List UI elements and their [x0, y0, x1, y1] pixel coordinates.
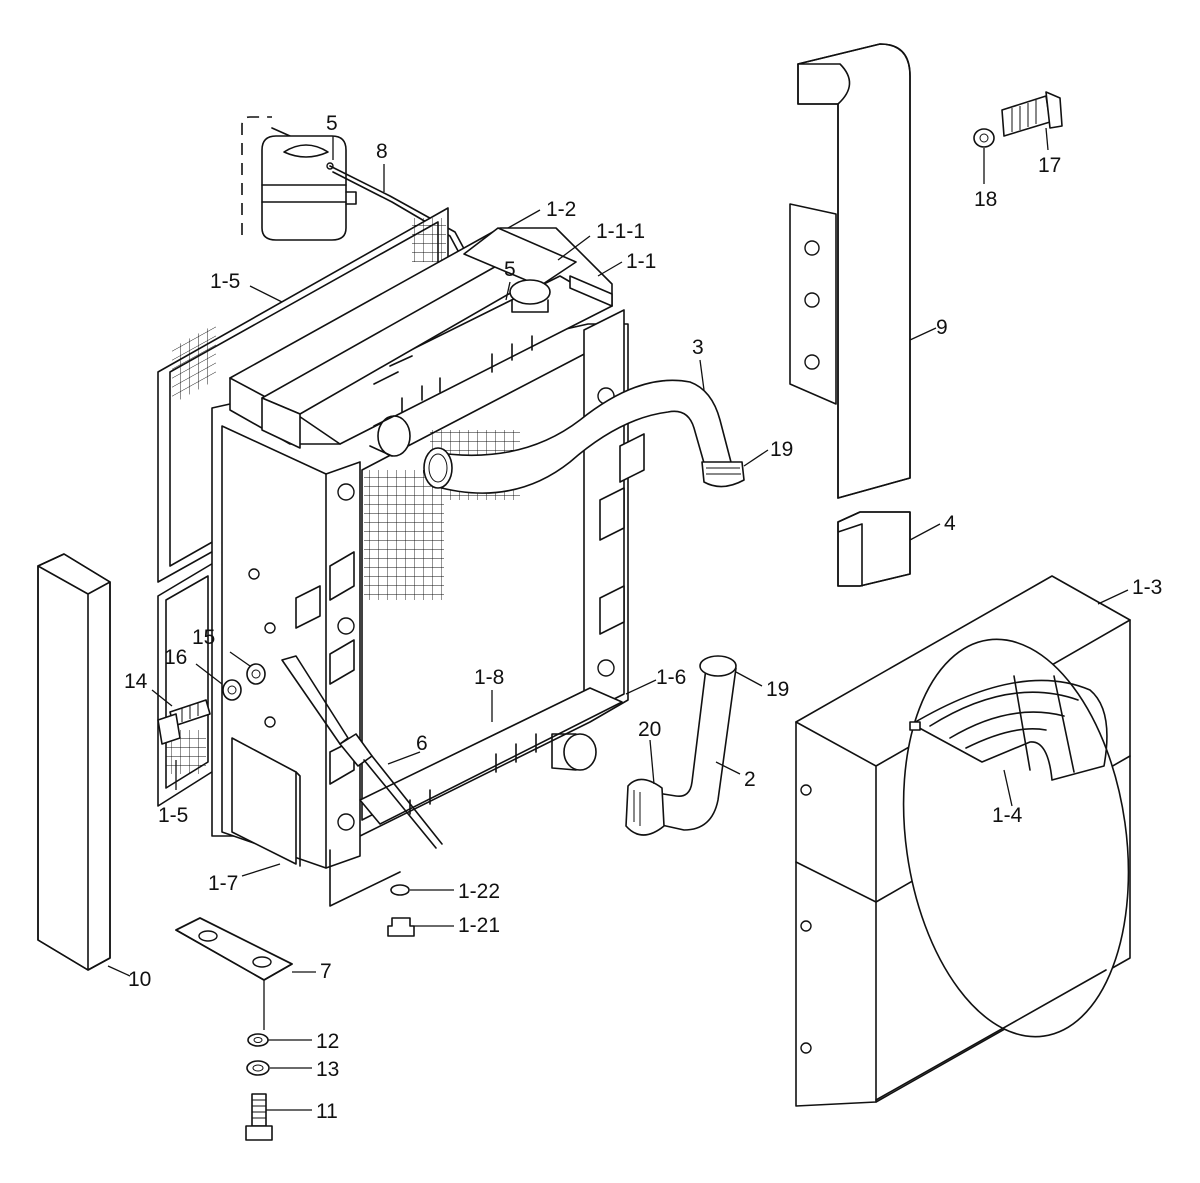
leader-lines [107, 127, 1129, 1111]
callout-1-1: 1-1 [626, 250, 656, 273]
callout-8: 8 [376, 140, 388, 163]
callout-1-7: 1-7 [208, 872, 238, 895]
screen-lower [157, 561, 216, 807]
block-4 [837, 511, 911, 587]
fan-shroud [795, 575, 1131, 1107]
bolt-17 [1001, 91, 1063, 137]
callout-1-8: 1-8 [474, 666, 504, 689]
drain-plug-1-21 [387, 917, 415, 937]
mounting-plate [175, 917, 293, 981]
callout-11: 11 [316, 1100, 338, 1123]
lower-hose [625, 655, 737, 836]
bolt-14 [157, 699, 211, 745]
upper-hose [423, 379, 745, 494]
callout-13: 13 [316, 1058, 339, 1081]
callout-5-top: 5 [326, 112, 338, 135]
callout-6: 6 [416, 732, 428, 755]
washer-18 [973, 128, 995, 148]
callout-1-6: 1-6 [656, 666, 686, 689]
washer-15 [246, 663, 266, 685]
seal-10 [37, 553, 111, 971]
callout-19-top: 19 [770, 438, 793, 461]
callout-1-5-top: 1-5 [210, 270, 240, 293]
callout-5-cap: 5 [504, 258, 516, 281]
washer-16 [222, 679, 242, 701]
callout-labels: 5 8 1-2 1-1-1 5 1-1 1-5 3 19 9 18 17 4 1… [124, 112, 1162, 1123]
callout-1-21: 1-21 [458, 914, 500, 937]
callout-20: 20 [638, 718, 661, 741]
seal-9 [789, 43, 911, 499]
callout-12: 12 [316, 1030, 339, 1053]
callout-1-5-bottom: 1-5 [158, 804, 188, 827]
callout-19-bottom: 19 [766, 678, 789, 701]
callout-1-3: 1-3 [1132, 576, 1162, 599]
callout-16: 16 [164, 646, 187, 669]
callout-7: 7 [320, 960, 332, 983]
callout-17: 17 [1038, 154, 1061, 177]
callout-4: 4 [944, 512, 956, 535]
bolt-11 [245, 1093, 273, 1141]
callout-10: 10 [128, 968, 151, 991]
callout-1-4: 1-4 [992, 804, 1023, 827]
callout-2: 2 [744, 768, 756, 791]
callout-15: 15 [192, 626, 215, 649]
callout-14: 14 [124, 670, 148, 693]
callout-9: 9 [936, 316, 948, 339]
o-ring-1-22 [390, 884, 410, 896]
callout-1-2: 1-2 [546, 198, 576, 221]
callout-1-22: 1-22 [458, 880, 500, 903]
callout-18: 18 [974, 188, 997, 211]
sensor-rod [281, 655, 443, 849]
nut-13 [246, 1060, 270, 1076]
fan-guard [909, 675, 1108, 781]
callout-3: 3 [692, 336, 704, 359]
washer-12 [247, 1033, 269, 1047]
callout-1-1-1: 1-1-1 [596, 220, 645, 243]
